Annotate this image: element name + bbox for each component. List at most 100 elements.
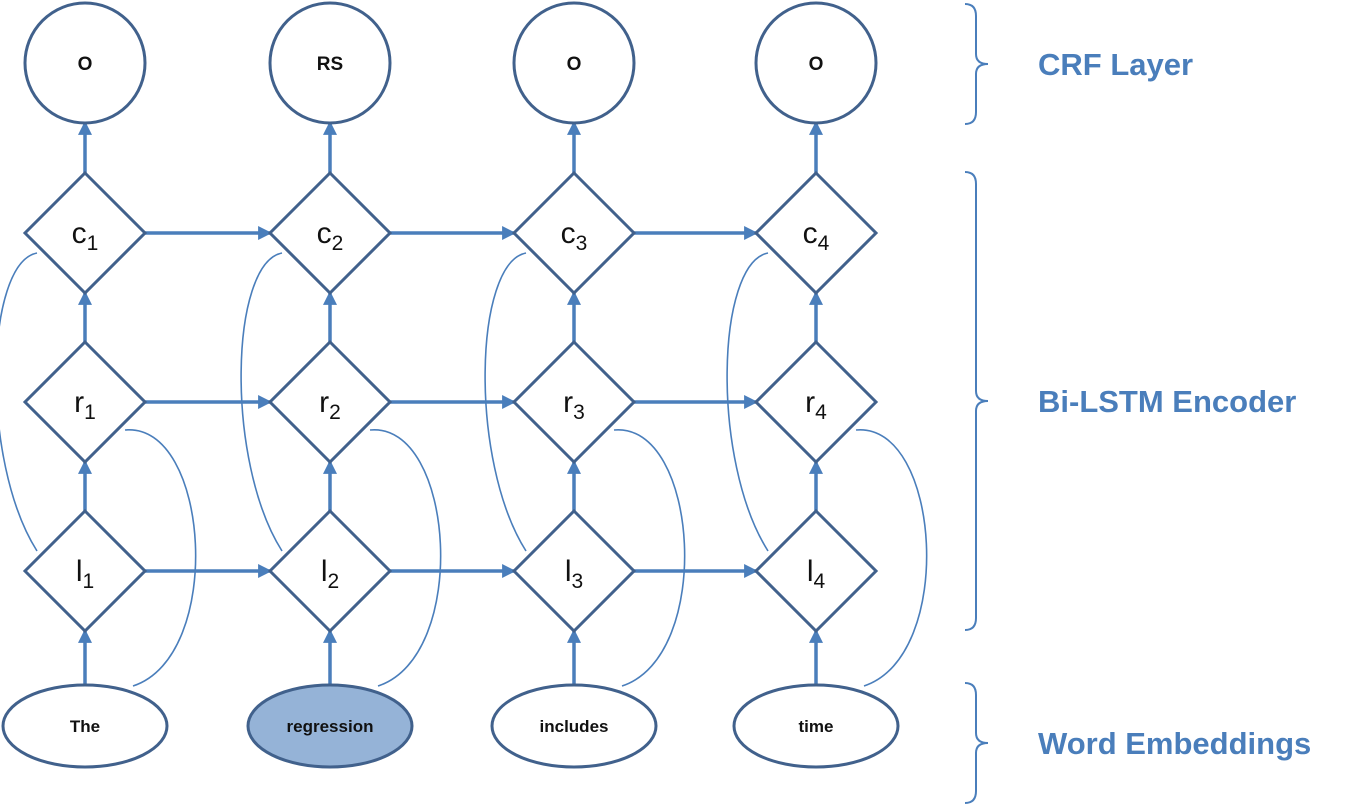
gate-letter: l [76, 555, 83, 588]
gate-c-2: c2 [267, 170, 393, 296]
gate-letter: r [805, 386, 815, 419]
crf-layer-brace [964, 3, 989, 125]
connection-arrows [78, 120, 823, 685]
gate-label: r2 [319, 386, 341, 424]
word-label: The [70, 717, 100, 736]
gate-diamond [511, 508, 637, 634]
gate-diamond [22, 170, 148, 296]
gate-diamond [753, 339, 879, 465]
word-node-1: The [1, 683, 169, 769]
gate-diamond [267, 339, 393, 465]
gate-subscript: 4 [813, 570, 825, 593]
gate-subscript: 3 [576, 232, 588, 255]
gate-subscript: 2 [329, 401, 341, 424]
gate-label: r4 [805, 386, 827, 424]
gate-label: l3 [565, 555, 583, 593]
word-label: includes [540, 717, 609, 736]
gate-subscript: 1 [82, 570, 94, 593]
gate-subscript: 2 [327, 570, 339, 593]
recurrent-curve-left-4 [726, 252, 769, 552]
gate-letter: c [803, 217, 818, 250]
gate-diamond [22, 339, 148, 465]
recurrent-curve-right-3 [613, 429, 686, 687]
recurrent-curve-right-1 [124, 429, 197, 687]
crf-layer-label: CRF Layer [1038, 47, 1193, 82]
gate-subscript: 2 [332, 232, 344, 255]
gate-letter: l [565, 555, 572, 588]
gate-letter: r [74, 386, 84, 419]
crf-tag-label: O [567, 54, 582, 75]
gate-label: l1 [76, 555, 94, 593]
gate-diamond [753, 170, 879, 296]
gate-label: l4 [807, 555, 826, 593]
gate-diamond [267, 508, 393, 634]
gate-label: l2 [321, 555, 339, 593]
gate-c-1: c1 [22, 170, 148, 296]
gate-letter: l [807, 555, 814, 588]
word-ellipse [490, 683, 658, 769]
gate-l-2: l2 [267, 508, 393, 634]
gate-l-4: l4 [753, 508, 879, 634]
gate-diamond [267, 170, 393, 296]
gate-letter: c [72, 217, 87, 250]
word-ellipse [1, 683, 169, 769]
gate-diamond [753, 508, 879, 634]
word-ellipse [246, 683, 414, 769]
word-label: regression [287, 717, 374, 736]
gate-label: c3 [561, 217, 588, 255]
gate-r-4: r4 [753, 339, 879, 465]
gate-subscript: 4 [815, 401, 827, 424]
gate-label: r3 [563, 386, 585, 424]
crf-node-circle [754, 1, 878, 125]
word-node-2: regression [246, 683, 414, 769]
recurrent-curve-right-2 [369, 429, 442, 687]
recurrent-connections [0, 252, 928, 687]
gate-diamond [22, 508, 148, 634]
gate-r-3: r3 [511, 339, 637, 465]
crf-node-3: O [512, 1, 636, 125]
gate-letter: r [563, 386, 573, 419]
crf-node-circle [268, 1, 392, 125]
crf-tag-label: O [809, 54, 824, 75]
gate-c-4: c4 [753, 170, 879, 296]
recurrent-curve-right-4 [855, 429, 928, 687]
word-node-3: includes [490, 683, 658, 769]
crf-node-2: RS [268, 1, 392, 125]
crf-node-circle [23, 1, 147, 125]
gate-r-1: r1 [22, 339, 148, 465]
gate-letter: c [561, 217, 576, 250]
gate-letter: c [317, 217, 332, 250]
crf-node-circle [512, 1, 636, 125]
gate-subscript: 3 [573, 401, 585, 424]
gate-label: c2 [317, 217, 344, 255]
recurrent-curve-left-3 [484, 252, 527, 552]
gate-r-2: r2 [267, 339, 393, 465]
word-embeddings-label: Word Embeddings [1038, 726, 1311, 761]
gate-l-3: l3 [511, 508, 637, 634]
crf-tag-label: RS [317, 54, 343, 75]
crf-node-1: O [23, 1, 147, 125]
gate-diamond [511, 339, 637, 465]
gate-subscript: 4 [818, 232, 830, 255]
word-ellipse [732, 683, 900, 769]
gate-letter: r [319, 386, 329, 419]
crf-tag-label: O [78, 54, 93, 75]
gate-label: c1 [72, 217, 99, 255]
gate-label: c4 [803, 217, 830, 255]
gate-subscript: 3 [571, 570, 583, 593]
gate-l-1: l1 [22, 508, 148, 634]
word-embeddings-brace [964, 682, 989, 804]
word-node-4: time [732, 683, 900, 769]
recurrent-curve-left-2 [240, 252, 283, 552]
gate-subscript: 1 [87, 232, 99, 255]
gate-subscript: 1 [84, 401, 96, 424]
gate-letter: l [321, 555, 328, 588]
word-label: time [799, 717, 834, 736]
crf-node-4: O [754, 1, 878, 125]
bilstm-encoder-label: Bi-LSTM Encoder [1038, 384, 1296, 419]
recurrent-curve-left-1 [0, 252, 38, 552]
gate-diamond [511, 170, 637, 296]
layer-braces [964, 3, 989, 804]
